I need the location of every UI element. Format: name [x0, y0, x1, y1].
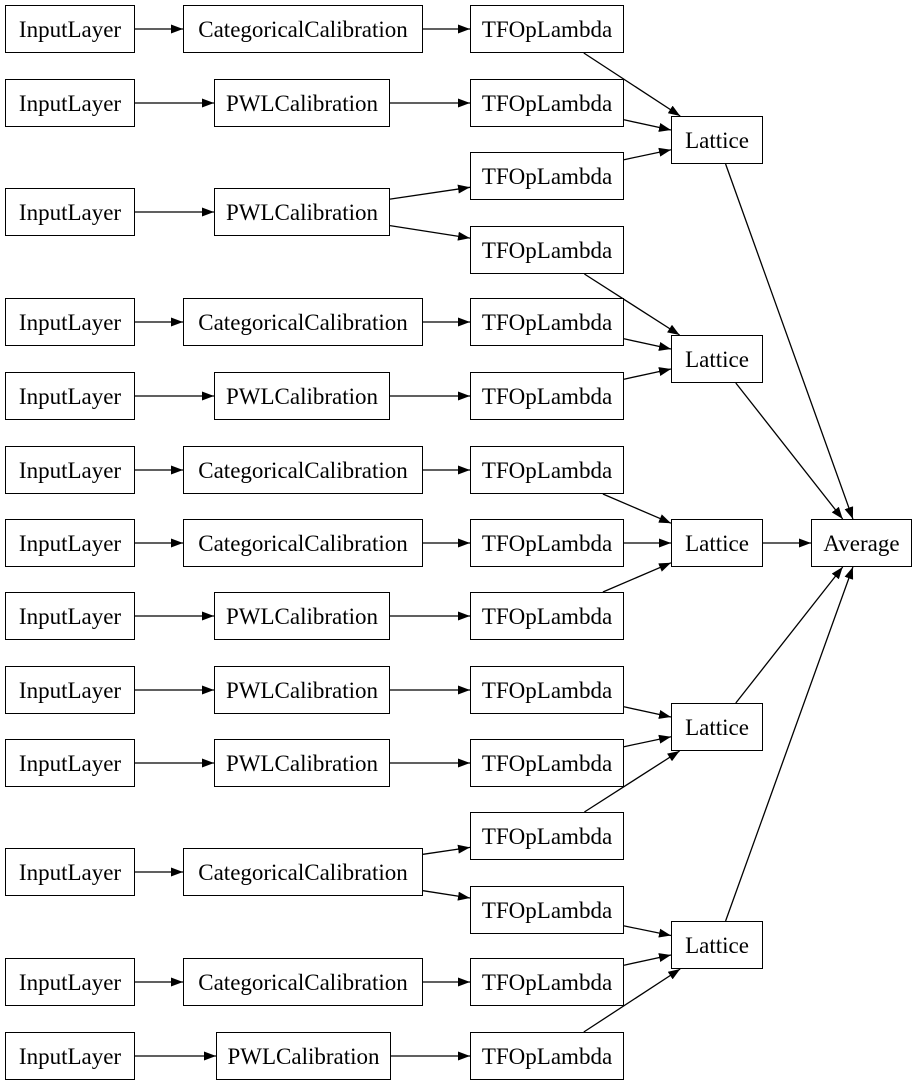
edge-tfop14-lattice5: [623, 953, 672, 966]
edge-tfop13-lattice5: [623, 925, 672, 938]
edge-lattice2-average: [735, 382, 844, 520]
graph-node-tfop7: TFOpLambda: [470, 446, 624, 494]
graph-node-tfop10: TFOpLambda: [470, 666, 624, 714]
graph-node-tfop4: TFOpLambda: [470, 226, 624, 274]
edge-catcal11-tfop12: [422, 844, 471, 855]
graph-node-input13: InputLayer: [5, 1032, 135, 1080]
edge-tfop4-lattice2: [584, 273, 680, 336]
graph-node-tfop6: TFOpLambda: [470, 372, 624, 420]
edge-tfop2-lattice1: [623, 119, 672, 132]
graph-node-tfop5: TFOpLambda: [470, 298, 624, 346]
graph-node-input7: InputLayer: [5, 519, 135, 567]
edge-lattice5-average: [724, 566, 854, 922]
graph-node-lattice4: Lattice: [671, 703, 763, 751]
graph-node-catcal7: CategoricalCalibration: [183, 519, 423, 567]
graph-node-tfop13: TFOpLambda: [470, 886, 624, 934]
graph-node-input9: InputLayer: [5, 666, 135, 714]
edge-lattice1-average: [724, 163, 854, 520]
graph-node-lattice2: Lattice: [671, 335, 763, 383]
graph-node-input5: InputLayer: [5, 372, 135, 420]
graph-node-pwlcal5: PWLCalibration: [214, 372, 390, 420]
edge-lattice4-average: [735, 566, 844, 704]
edge-tfop9-lattice3: [602, 562, 672, 593]
graph-node-pwlcal2: PWLCalibration: [214, 79, 390, 127]
graph-node-lattice3: Lattice: [671, 519, 763, 567]
edge-tfop12-lattice4: [584, 750, 680, 813]
graph-node-tfop1: TFOpLambda: [470, 5, 624, 53]
graph-node-tfop8: TFOpLambda: [470, 519, 624, 567]
edge-catcal11-tfop13: [422, 890, 471, 901]
graph-node-pwlcal10: PWLCalibration: [214, 739, 390, 787]
graph-node-input3: InputLayer: [5, 188, 135, 236]
edge-tfop5-lattice2: [623, 338, 672, 351]
graph-node-catcal1: CategoricalCalibration: [183, 5, 423, 53]
graph-node-pwlcal9: PWLCalibration: [214, 666, 390, 714]
graph-node-average: Average: [811, 519, 912, 567]
graph-node-pwlcal8: PWLCalibration: [214, 592, 390, 640]
graph-node-catcal11: CategoricalCalibration: [183, 848, 423, 896]
edge-tfop10-lattice4: [623, 706, 672, 719]
graph-node-catcal4: CategoricalCalibration: [183, 298, 423, 346]
graph-node-tfop3: TFOpLambda: [470, 152, 624, 200]
graph-node-pwlcal3: PWLCalibration: [214, 188, 390, 236]
graph-node-input11: InputLayer: [5, 848, 135, 896]
graph-node-pwlcal13: PWLCalibration: [216, 1032, 391, 1080]
edge-tfop15-lattice5: [583, 968, 681, 1033]
graph-node-tfop14: TFOpLambda: [470, 958, 624, 1006]
graph-node-tfop9: TFOpLambda: [470, 592, 624, 640]
graph-node-tfop11: TFOpLambda: [470, 739, 624, 787]
graph-node-input10: InputLayer: [5, 739, 135, 787]
edge-tfop11-lattice4: [623, 734, 672, 748]
edge-pwlcal3-tfop4: [389, 224, 471, 241]
graph-node-tfop2: TFOpLambda: [470, 79, 624, 127]
graph-node-input4: InputLayer: [5, 298, 135, 346]
edge-tfop6-lattice2: [623, 367, 672, 380]
graph-node-input1: InputLayer: [5, 5, 135, 53]
edge-tfop1-lattice1: [583, 52, 681, 117]
edge-tfop7-lattice3: [602, 493, 672, 524]
graph-node-input6: InputLayer: [5, 446, 135, 494]
edge-pwlcal3-tfop3: [389, 184, 471, 200]
graph-node-tfop12: TFOpLambda: [470, 812, 624, 860]
graph-node-input2: InputLayer: [5, 79, 135, 127]
graph-node-lattice1: Lattice: [671, 116, 763, 164]
graph-node-catcal12: CategoricalCalibration: [183, 958, 423, 1006]
graph-node-tfop15: TFOpLambda: [470, 1032, 624, 1080]
graph-node-input12: InputLayer: [5, 958, 135, 1006]
graph-node-lattice5: Lattice: [671, 921, 763, 969]
graph-node-input8: InputLayer: [5, 592, 135, 640]
graph-node-catcal6: CategoricalCalibration: [183, 446, 423, 494]
edge-tfop3-lattice1: [623, 147, 672, 161]
